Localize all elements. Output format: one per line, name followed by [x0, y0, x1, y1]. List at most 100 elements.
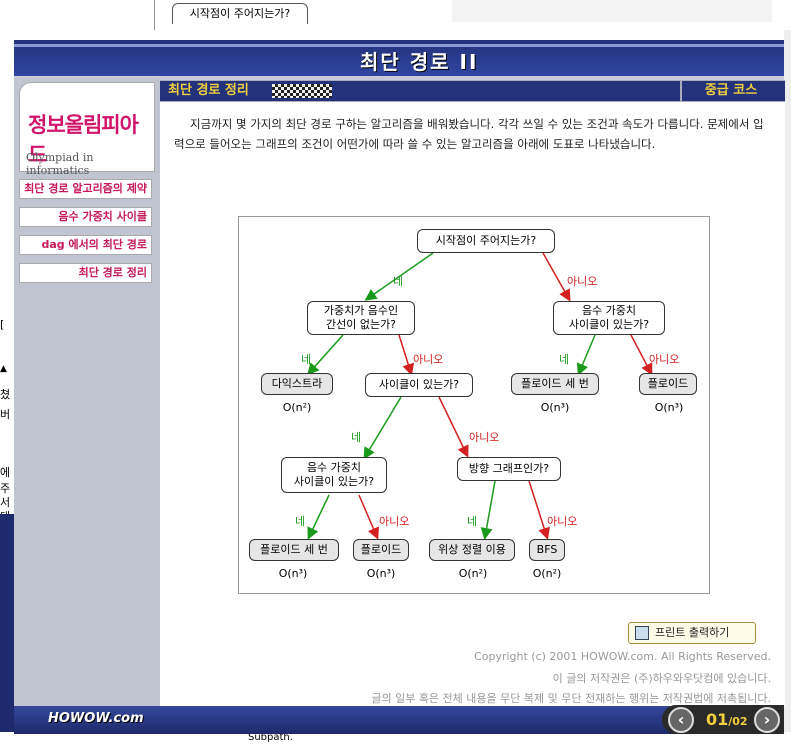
sidebar: 정보올림피아드 Olympiad in informatics 최단 경로 알고… — [14, 78, 160, 708]
logo: 정보올림피아드 Olympiad in informatics — [19, 82, 155, 177]
bg-fragment: [ — [0, 318, 5, 331]
arrow-yes — [363, 396, 402, 460]
intro-text: 지금까지 몇 가지의 최단 경로 구하는 알고리즘을 배워봤습니다. 각각 쓰일… — [174, 117, 764, 151]
bg-fragment: 버 — [0, 408, 11, 421]
label-no: 아니오 — [567, 275, 598, 288]
background-scrollbar[interactable] — [784, 30, 791, 746]
node-line: 사이클이 있는가? — [568, 318, 650, 331]
bottom-bar: HOWOW.com ‹ 01/02 › — [14, 705, 784, 734]
page-title: 최단 경로 II — [360, 50, 479, 74]
label-no: 아니오 — [649, 353, 680, 366]
background-gray-area — [452, 0, 772, 22]
node-line: 음수 가중치 — [581, 304, 637, 317]
node-has-cycle: 사이클이 있는가? — [365, 373, 473, 397]
label-yes: 네 — [467, 515, 478, 528]
label-no: 아니오 — [379, 515, 410, 528]
section-bar: 최단 경로 정리 중급 코스 — [160, 80, 785, 102]
logo-korean: 정보올림피아드 — [28, 113, 139, 167]
node-negative-edge: 가중치가 음수인 간선이 없는가? — [307, 301, 415, 335]
label-yes: 네 — [301, 353, 312, 366]
bg-fragment: 서 — [0, 496, 11, 509]
sidebar-item-negative-cycle[interactable]: 음수 가중치 사이클 — [19, 207, 152, 227]
background-left-strip: [ ▲ 쳤 버 에 주 서 대 — [0, 42, 14, 746]
page-navigator: ‹ 01/02 › — [662, 705, 784, 734]
complexity-floyd-three-b: O(n³) — [278, 567, 308, 580]
leaf-floyd-three-a: 플로이드 세 번 — [511, 373, 599, 395]
bg-fragment: 주 — [0, 482, 11, 495]
flowchart-arrows — [306, 252, 653, 540]
complexity-floyd-b: O(n³) — [366, 567, 396, 580]
node-negative-cycle-a: 음수 가중치 사이클이 있는가? — [553, 301, 665, 335]
arrow-no — [542, 252, 571, 302]
node-negative-cycle-b: 음수 가중치 사이클이 있는가? — [281, 457, 387, 493]
arrow-yes — [307, 494, 330, 540]
bg-fragment: ▲ — [0, 364, 7, 374]
sidebar-item-summary[interactable]: 최단 경로 정리 — [19, 263, 152, 283]
brand-logo: HOWOW.com — [48, 711, 144, 726]
leaf-floyd-three-b: 플로이드 세 번 — [249, 539, 339, 561]
label-yes: 네 — [559, 353, 570, 366]
complexity-topological-sort: O(n²) — [458, 567, 488, 580]
node-start-given: 시작점이 주어지는가? — [417, 229, 555, 253]
node-line: 음수 가중치 — [306, 461, 362, 474]
leaf-bfs: BFS — [529, 539, 565, 561]
arrow-yes — [364, 252, 434, 301]
node-line: 사이클이 있는가? — [293, 475, 375, 488]
background-blue-block — [0, 514, 14, 746]
logo-english: Olympiad in informatics — [26, 151, 94, 177]
lesson-window: 최단 경로 II 정보올림피아드 Olympiad in informatics… — [14, 40, 785, 734]
arrow-no — [528, 480, 550, 540]
complexity-dijkstra: O(n²) — [282, 401, 312, 414]
complexity-floyd-a: O(n³) — [654, 401, 684, 414]
background-bottom: Subpath. — [0, 732, 791, 746]
bg-fragment: 쳤 — [0, 388, 11, 401]
sidebar-item-dag[interactable]: dag 에서의 최단 경로 — [19, 235, 152, 255]
background-page: 시작점이 주어지는가? — [0, 0, 791, 42]
page-current: 01 — [706, 710, 729, 729]
footer-owner: 이 글의 저작권은 (주)하우와우닷컴에 있습니다. — [552, 672, 771, 685]
complexity-bfs: O(n²) — [532, 567, 562, 580]
header-divider — [14, 76, 784, 80]
arrow-yes — [480, 480, 496, 540]
node-directed: 방향 그래프인가? — [457, 457, 561, 481]
page-indicator: 01/02 — [706, 710, 748, 729]
arrow-yes — [306, 334, 344, 376]
node-line: 간선이 없는가? — [325, 318, 397, 331]
node-line: 가중치가 음수인 — [323, 304, 399, 317]
arrow-no — [398, 334, 415, 376]
page-total: /02 — [728, 715, 748, 728]
leaf-floyd-b: 플로이드 — [353, 539, 409, 561]
bg-fragment: 에 — [0, 466, 11, 479]
footer-copyright: Copyright (c) 2001 HOWOW.com. All Rights… — [474, 650, 771, 663]
leaf-topological-sort: 위상 정렬 이용 — [429, 539, 515, 561]
print-button[interactable]: 프린트 출력하기 — [628, 622, 756, 644]
print-icon — [635, 626, 649, 640]
label-yes: 네 — [351, 431, 362, 444]
leaf-floyd-a: 플로이드 — [639, 373, 697, 395]
arrow-no — [438, 396, 469, 458]
arrow-no — [630, 334, 653, 376]
label-yes: 네 — [295, 515, 306, 528]
arrow-no — [358, 494, 379, 540]
print-button-label: 프린트 출력하기 — [655, 626, 730, 639]
content-area: 지금까지 몇 가지의 최단 경로 구하는 알고리즘을 배워봤습니다. 각각 쓰일… — [160, 102, 785, 706]
algorithm-flowchart: 시작점이 주어지는가? 가중치가 음수인 간선이 없는가? 음수 가중치 사이클… — [238, 216, 710, 594]
complexity-floyd-three-a: O(n³) — [540, 401, 570, 414]
checker-pattern — [272, 84, 332, 98]
prev-page-button[interactable]: ‹ — [668, 707, 694, 733]
course-label: 중급 코스 — [680, 81, 780, 101]
label-yes: 네 — [393, 275, 404, 288]
sidebar-item-constraints[interactable]: 최단 경로 알고리즘의 제약 — [19, 179, 152, 199]
background-tab: 시작점이 주어지는가? — [172, 3, 308, 24]
background-divider — [154, 0, 155, 30]
footer-warning: 글의 일부 혹은 전체 내용을 무단 복제 및 무단 전재하는 행위는 저작권법… — [371, 692, 771, 705]
next-page-button[interactable]: › — [754, 707, 780, 733]
label-no: 아니오 — [413, 353, 444, 366]
label-no: 아니오 — [547, 515, 578, 528]
bg-bottom-text: Subpath. — [248, 732, 293, 743]
header: 최단 경로 II — [14, 40, 784, 76]
header-stripe — [14, 44, 784, 47]
section-title: 최단 경로 정리 — [168, 83, 249, 98]
label-no: 아니오 — [469, 431, 500, 444]
arrow-yes — [576, 334, 596, 376]
